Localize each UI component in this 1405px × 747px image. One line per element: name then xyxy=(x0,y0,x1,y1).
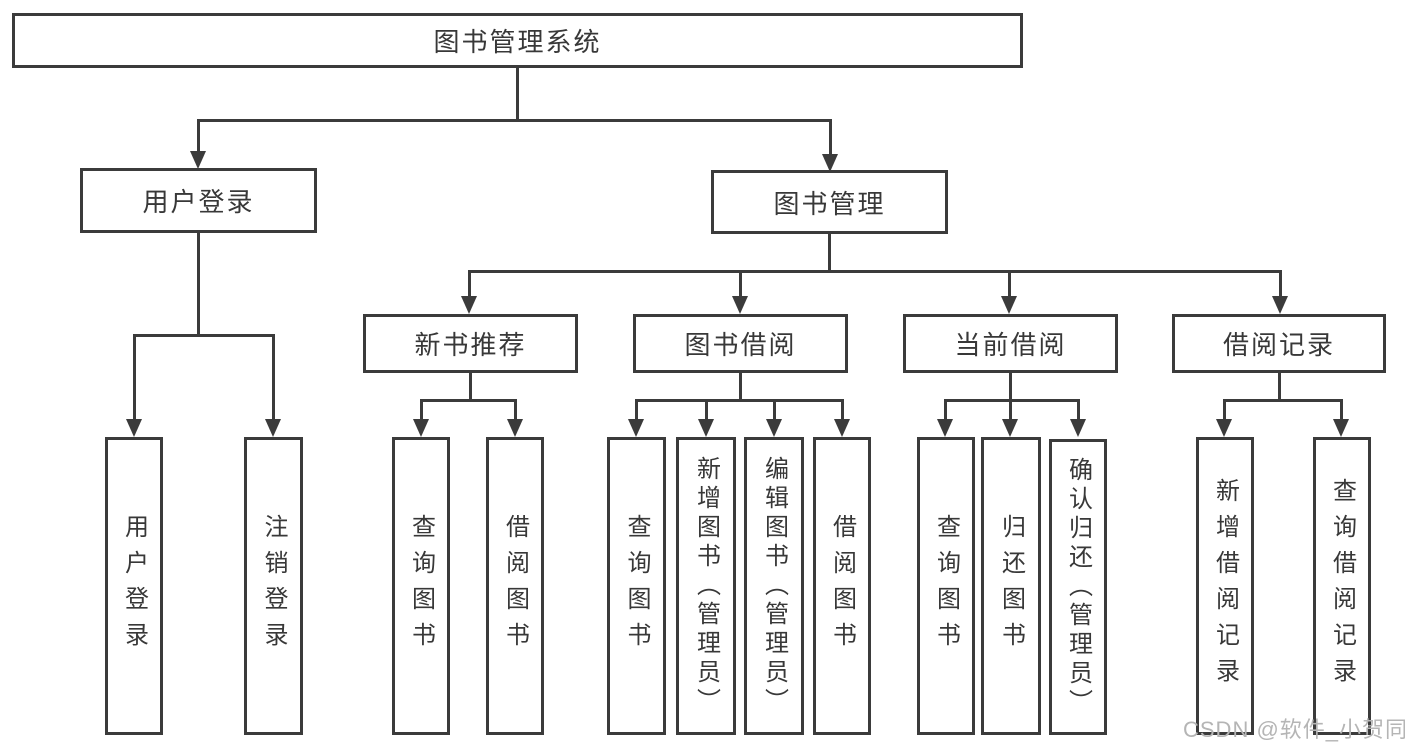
connector-line xyxy=(739,373,742,402)
node-book-mgmt: 图书管理 xyxy=(711,170,948,234)
node-current-borrow: 当前借阅 xyxy=(903,314,1118,373)
connector-line xyxy=(468,270,1282,273)
connector-line xyxy=(516,68,519,121)
connector-line xyxy=(1009,373,1012,402)
leaf-confirm-return-admin: 确认归还（管理员） xyxy=(1049,439,1107,735)
connector-line xyxy=(514,399,517,421)
connector-line xyxy=(469,373,472,402)
arrowhead-icon xyxy=(1333,419,1349,437)
leaf-add-books-admin: 新增图书（管理员） xyxy=(676,437,736,735)
arrowhead-icon xyxy=(1002,419,1018,437)
leaf-logout: 注销登录 xyxy=(244,437,303,735)
connector-line xyxy=(944,399,1080,402)
connector-line xyxy=(1278,373,1281,402)
arrowhead-icon xyxy=(766,419,782,437)
arrowhead-icon xyxy=(698,419,714,437)
connector-line xyxy=(944,399,947,421)
connector-line xyxy=(1009,399,1012,421)
connector-line xyxy=(197,233,200,337)
arrowhead-icon xyxy=(413,419,429,437)
leaf-borrow-books-2: 借阅图书 xyxy=(813,437,871,735)
connector-line xyxy=(829,119,832,156)
leaf-return-books: 归还图书 xyxy=(981,437,1041,735)
connector-line xyxy=(1223,399,1343,402)
arrowhead-icon xyxy=(507,419,523,437)
connector-line xyxy=(197,119,200,153)
arrowhead-icon xyxy=(1216,419,1232,437)
arrowhead-icon xyxy=(822,154,838,172)
arrowhead-icon xyxy=(732,296,748,314)
arrowhead-icon xyxy=(937,419,953,437)
node-user-login: 用户登录 xyxy=(80,168,317,233)
connector-line xyxy=(1279,270,1282,298)
arrowhead-icon xyxy=(1001,296,1017,314)
connector-line xyxy=(197,119,832,122)
leaf-query-books-3: 查询图书 xyxy=(917,437,975,735)
connector-line xyxy=(1340,399,1343,421)
connector-line xyxy=(773,399,776,421)
connector-line xyxy=(635,399,638,421)
arrowhead-icon xyxy=(461,296,477,314)
arrowhead-icon xyxy=(1272,296,1288,314)
arrowhead-icon xyxy=(834,419,850,437)
connector-line xyxy=(133,334,275,337)
leaf-borrow-books-1: 借阅图书 xyxy=(486,437,544,735)
arrowhead-icon xyxy=(126,419,142,437)
leaf-query-books-1: 查询图书 xyxy=(392,437,450,735)
arrowhead-icon xyxy=(1070,419,1086,437)
arrowhead-icon xyxy=(628,419,644,437)
node-root: 图书管理系统 xyxy=(12,13,1023,68)
leaf-query-borrow-record: 查询借阅记录 xyxy=(1313,437,1371,735)
connector-line xyxy=(705,399,708,421)
connector-line xyxy=(739,270,742,298)
node-borrow-records: 借阅记录 xyxy=(1172,314,1386,373)
csdn-watermark: CSDN @软件_小贺同学 xyxy=(1183,717,1405,742)
connector-line xyxy=(1008,270,1011,298)
node-book-borrow: 图书借阅 xyxy=(633,314,848,373)
leaf-query-books-2: 查询图书 xyxy=(607,437,666,735)
leaf-edit-books-admin: 编辑图书（管理员） xyxy=(744,437,804,735)
connector-line xyxy=(420,399,517,402)
arrowhead-icon xyxy=(265,419,281,437)
connector-line xyxy=(828,234,831,273)
connector-line xyxy=(420,399,423,421)
connector-line xyxy=(133,334,136,421)
connector-line xyxy=(841,399,844,421)
connector-line xyxy=(635,399,844,402)
arrowhead-icon xyxy=(190,151,206,169)
connector-line xyxy=(468,270,471,298)
leaf-add-borrow-record: 新增借阅记录 xyxy=(1196,437,1254,735)
node-new-books: 新书推荐 xyxy=(363,314,578,373)
leaf-user-login: 用户登录 xyxy=(105,437,163,735)
connector-line xyxy=(272,334,275,421)
connector-line xyxy=(1223,399,1226,421)
connector-line xyxy=(1077,399,1080,421)
